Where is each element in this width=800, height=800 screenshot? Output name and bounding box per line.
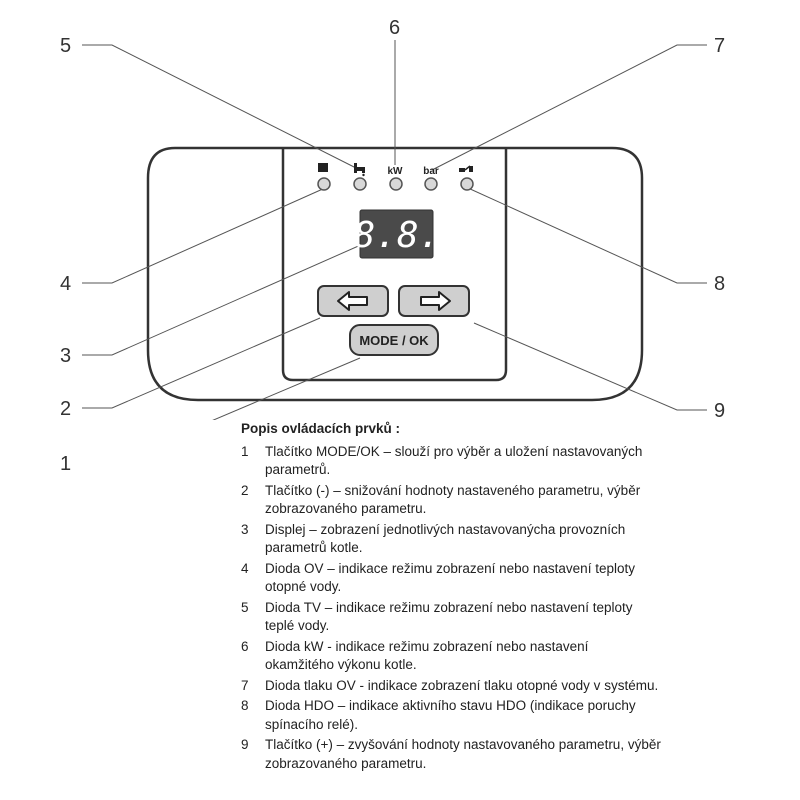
- legend-item-number: 8: [241, 698, 249, 713]
- legend-item-number: 7: [241, 677, 249, 693]
- legend-item-number: 2: [241, 482, 249, 498]
- legend-item-text: Dioda kW - indikace režimu zobrazení neb…: [265, 638, 589, 673]
- legend-item-number: 1: [241, 443, 249, 459]
- led-ov: [317, 177, 331, 191]
- leader-line-5: [82, 44, 361, 171]
- led-indicators: [317, 177, 474, 191]
- legend-item-text: Tlačítko MODE/OK – slouží pro výběr a ul…: [265, 443, 643, 478]
- legend-item: 3 Displej – zobrazení jednotlivých nastav…: [241, 521, 661, 558]
- led-hdo: [460, 177, 474, 191]
- control-panel-diagram: kW bar 8.8.: [60, 17, 726, 464]
- mode-ok-label: MODE / OK: [359, 333, 429, 348]
- plus-button[interactable]: [398, 285, 470, 317]
- legend: Popis ovládacích prvků : 1 Tlačítko MODE/…: [241, 420, 661, 775]
- led-label-bar: bar: [423, 166, 439, 177]
- callout-4: 4: [60, 273, 72, 295]
- led-tv: [353, 177, 367, 191]
- legend-item-text: Dioda TV – indikace režimu zobrazení neb…: [265, 599, 633, 634]
- led-label-kw: kW: [388, 166, 404, 177]
- leader-line-9: [473, 322, 707, 411]
- leader-line-8: [467, 187, 707, 284]
- legend-item-text: Dioda tlaku OV - indikace zobrazení tlak…: [265, 677, 659, 693]
- tap-icon: [354, 163, 365, 177]
- led-bar: [424, 177, 438, 191]
- callout-1: 1: [60, 453, 72, 475]
- legend-item-number: 4: [241, 560, 249, 576]
- hdo-plug-icon: [459, 165, 473, 172]
- legend-item: 4 Dioda OV – indikace režimu zobrazení ne…: [241, 560, 661, 597]
- square-icon: [318, 163, 328, 172]
- legend-item-number: 3: [241, 521, 249, 537]
- legend-item-number: 5: [241, 599, 249, 615]
- callout-6: 6: [389, 17, 401, 39]
- legend-item: 1 Tlačítko MODE/OK – slouží pro výběr a u…: [241, 443, 661, 480]
- callout-3: 3: [60, 345, 72, 367]
- legend-item: 7 Dioda tlaku OV - indikace zobrazení tla…: [241, 677, 661, 696]
- arrow-left-icon: [337, 291, 368, 311]
- callout-9: 9: [714, 400, 726, 422]
- leader-line-2: [82, 317, 321, 409]
- callout-5: 5: [60, 35, 72, 57]
- legend-item-text: Dioda HDO – indikace aktivního stavu HDO…: [265, 698, 636, 732]
- arrow-right-icon: [420, 291, 451, 311]
- legend-title: Popis ovládacích prvků :: [241, 421, 401, 436]
- leader-line-3: [82, 239, 373, 356]
- legend-item-text: Tlačítko (+) – zvyšování hodnoty nastavo…: [265, 737, 661, 771]
- callout-7: 7: [714, 35, 726, 57]
- legend-item-number: 6: [241, 638, 249, 654]
- legend-list: 1 Tlačítko MODE/OK – slouží pro výběr a u…: [241, 443, 661, 774]
- legend-item: 5 Dioda TV – indikace režimu zobrazení ne…: [241, 599, 661, 636]
- display-value: 8.8.: [354, 215, 441, 256]
- legend-item-text: Tlačítko (-) – snižování hodnoty nastave…: [265, 482, 641, 517]
- legend-item: 9 Tlačítko (+) – zvyšování hodnoty nastav…: [241, 736, 661, 773]
- mode-ok-button[interactable]: MODE / OK: [349, 324, 439, 356]
- led-kw: [389, 177, 403, 191]
- leader-line-4: [82, 187, 326, 284]
- legend-item: 2 Tlačítko (-) – snižování hodnoty nastav…: [241, 482, 661, 519]
- led-display: 8.8.: [354, 209, 441, 259]
- leader-line-7: [431, 44, 707, 171]
- legend-item: 8 Dioda HDO – indikace aktivního stavu HD…: [241, 697, 661, 734]
- diagram-svg: kW bar 8.8.: [82, 40, 707, 464]
- legend-item-text: Dioda OV – indikace režimu zobrazení neb…: [265, 560, 635, 595]
- legend-item: 6 Dioda kW - indikace režimu zobrazení ne…: [241, 638, 661, 675]
- inner-control-area: [281, 148, 508, 382]
- legend-item-text: Displej – zobrazení jednotlivých nastavo…: [265, 521, 626, 556]
- callout-8: 8: [714, 273, 726, 295]
- callout-2: 2: [60, 398, 72, 420]
- legend-item-number: 9: [241, 737, 249, 752]
- minus-button[interactable]: [317, 285, 389, 317]
